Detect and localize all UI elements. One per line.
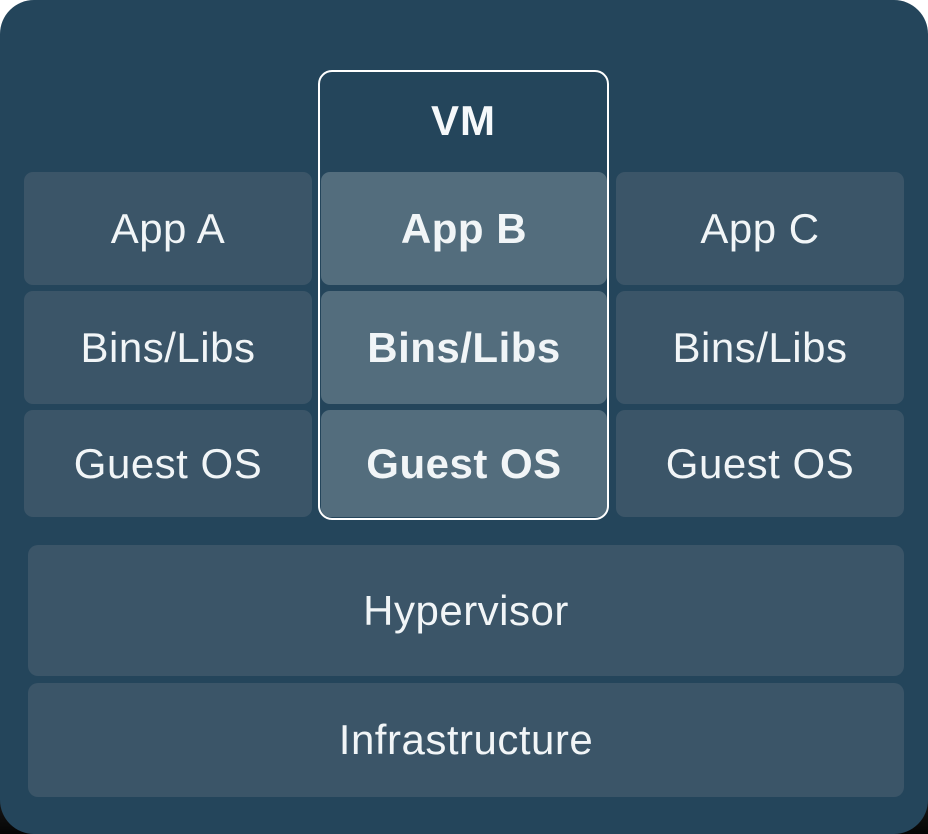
box-guest-os-right: Guest OS — [616, 410, 904, 517]
box-bins-libs-right: Bins/Libs — [616, 291, 904, 404]
box-app-c: App C — [616, 172, 904, 285]
box-infrastructure: Infrastructure — [28, 683, 904, 797]
box-guest-os-middle: Guest OS — [321, 410, 607, 517]
box-guest-os-left: Guest OS — [24, 410, 312, 517]
vm-group-label: VM — [431, 97, 496, 144]
box-app-b: App B — [321, 172, 607, 285]
box-bins-libs-left: Bins/Libs — [24, 291, 312, 404]
box-hypervisor: Hypervisor — [28, 545, 904, 676]
box-app-a: App A — [24, 172, 312, 285]
box-bins-libs-middle: Bins/Libs — [321, 291, 607, 404]
